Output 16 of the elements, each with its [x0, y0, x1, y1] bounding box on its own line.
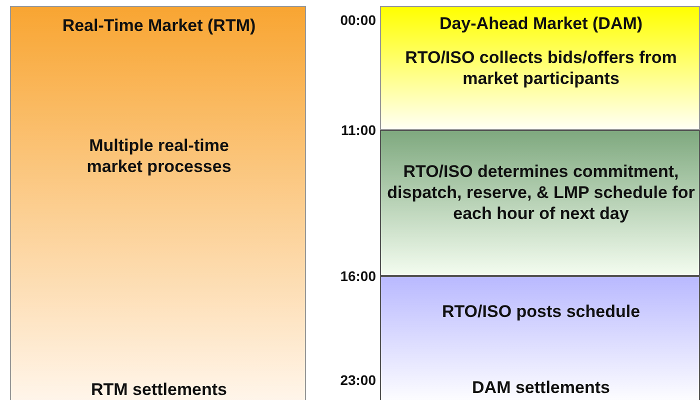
process-text: RTO/ISO collects bids/offers from market participants: [404, 47, 678, 89]
time-label: 16:00: [339, 268, 376, 284]
panel-heading: Day-Ahead Market (DAM): [438, 13, 644, 34]
time-label: 00:00: [339, 12, 376, 28]
panel-heading: Real-Time Market (RTM): [61, 15, 257, 36]
process-text: Multiple real-time market processes: [86, 135, 232, 177]
process-band: [380, 130, 700, 276]
process-band: [380, 6, 700, 130]
time-label: 11:00: [340, 122, 376, 138]
process-band: [380, 276, 700, 400]
time-label: 23:00: [339, 372, 376, 388]
process-text: RTO/ISO determines commitment, dispatch, reserve, & LMP schedule for each hour of next day: [386, 161, 696, 224]
process-text: RTO/ISO posts schedule: [440, 301, 642, 322]
process-text: RTM settlements: [90, 379, 228, 400]
market-panel: [10, 6, 306, 400]
process-text: DAM settlements: [471, 377, 611, 398]
